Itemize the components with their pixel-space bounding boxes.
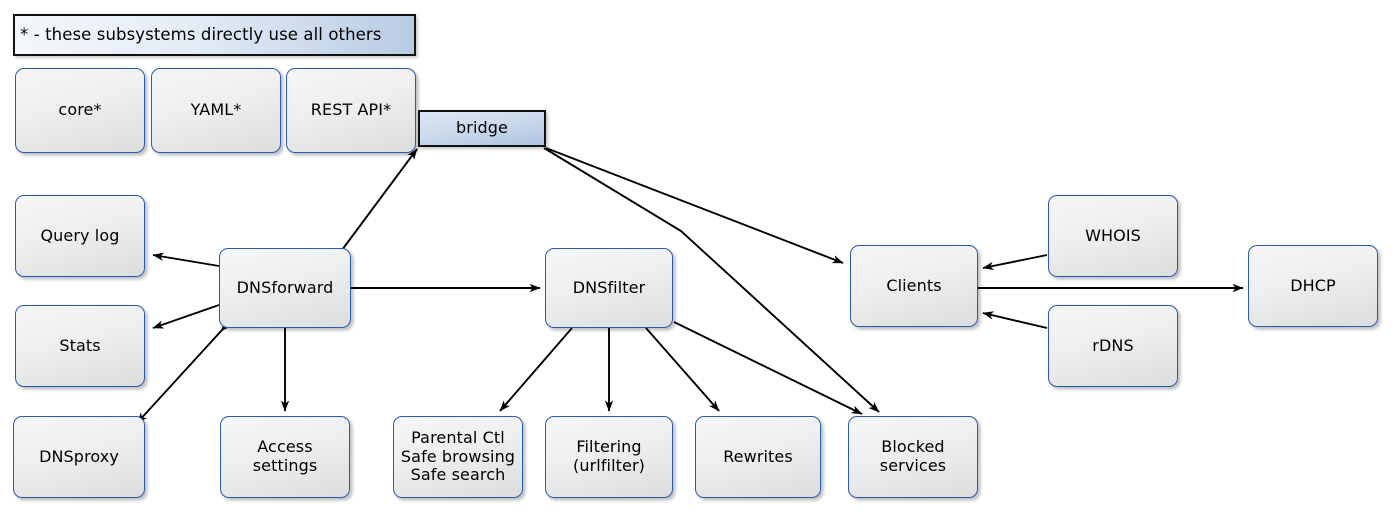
edge-whois-clients (982, 254, 1048, 271)
node-query-log-label: Query log (40, 225, 120, 245)
edge-dnsforward-bridge (341, 148, 418, 251)
node-filtering[interactable]: Filtering (urlfilter) (545, 416, 673, 498)
node-clients[interactable]: Clients (850, 245, 978, 327)
node-query-log[interactable]: Query log (15, 195, 145, 277)
node-blocked-services[interactable]: Blocked services (848, 416, 978, 498)
node-blocked-services-label: Blocked services (879, 437, 947, 475)
node-rewrites[interactable]: Rewrites (695, 416, 821, 498)
node-filtering-label: Filtering (urlfilter) (573, 437, 645, 475)
node-rdns-label: rDNS (1092, 335, 1134, 355)
edge-dnsforward-stats (152, 304, 220, 329)
node-stats[interactable]: Stats (15, 305, 145, 387)
node-core-label: core* (58, 100, 102, 120)
node-dnsfilter-label: DNSfilter (572, 277, 646, 297)
node-core[interactable]: core* (15, 68, 145, 153)
node-yaml[interactable]: YAML* (151, 68, 281, 153)
node-rest-api[interactable]: REST API* (286, 68, 416, 153)
node-parental-control-label: Parental Ctl Safe browsing Safe search (400, 427, 516, 485)
edge-dnsfilter-rewrites (645, 327, 720, 412)
node-parental-control[interactable]: Parental Ctl Safe browsing Safe search (393, 416, 523, 498)
node-rest-api-label: REST API* (310, 100, 392, 120)
node-stats-label: Stats (59, 335, 101, 355)
edge-bridge-clients (545, 147, 844, 264)
legend-text: * - these subsystems directly use all ot… (20, 25, 382, 45)
edge-dnsforward-querylog (152, 252, 220, 267)
edge-dnsfilter-blocked (673, 321, 863, 415)
node-access-settings[interactable]: Access settings (220, 416, 350, 498)
node-rdns[interactable]: rDNS (1048, 305, 1178, 387)
node-whois[interactable]: WHOIS (1048, 195, 1178, 277)
node-rewrites-label: Rewrites (723, 446, 793, 466)
node-dnsproxy-label: DNSproxy (39, 446, 119, 466)
edge-rdns-clients (982, 311, 1048, 329)
node-dnsforward[interactable]: DNSforward (219, 248, 351, 328)
edge-dnsfilter-parental (499, 327, 573, 412)
node-dnsfilter[interactable]: DNSfilter (545, 248, 673, 328)
node-yaml-label: YAML* (190, 100, 242, 120)
node-bridge-label: bridge (456, 118, 508, 138)
node-whois-label: WHOIS (1085, 225, 1141, 245)
node-dnsproxy[interactable]: DNSproxy (13, 416, 145, 498)
edge-dnsforward-dnsproxy (136, 320, 232, 424)
node-dhcp[interactable]: DHCP (1248, 245, 1378, 327)
node-dhcp-label: DHCP (1290, 275, 1336, 295)
legend-note: * - these subsystems directly use all ot… (13, 14, 416, 56)
node-bridge[interactable]: bridge (418, 110, 546, 147)
node-clients-label: Clients (886, 275, 942, 295)
node-dnsforward-label: DNSforward (236, 277, 334, 297)
node-access-settings-label: Access settings (252, 437, 318, 475)
